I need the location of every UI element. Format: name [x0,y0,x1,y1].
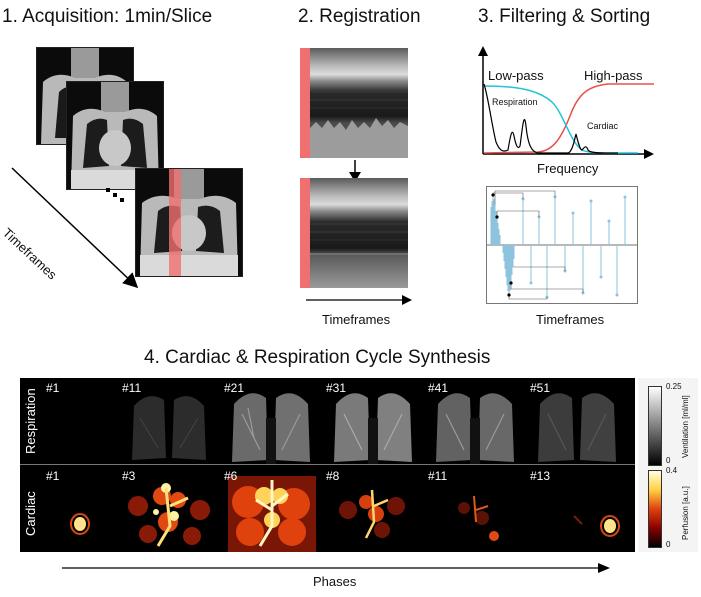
row-separator [20,464,635,465]
respiration-frame-label: #1 [46,381,60,395]
cardiac-frame-label: #8 [326,469,340,483]
perfusion-colorbar [648,470,662,548]
respiration-frame-4: #31 [322,378,424,464]
registration-before-strip [300,48,310,158]
respiration-peak-label: Respiration [492,97,538,107]
phases-label: Phases [313,574,357,589]
ellipsis-dots [106,188,126,204]
respiration-frame-label: #11 [122,381,142,395]
filtering-title: 3. Filtering & Sorting [478,6,651,27]
timeframes-arrow [11,167,139,289]
cardiac-frame-label: #6 [224,469,238,483]
ventilation-min: 0 [666,456,671,465]
highlight-strip [169,169,181,276]
respiration-frame-label: #41 [428,381,449,395]
registration-after-strip [300,178,310,288]
sorting-timeframes-label: Timeframes [536,312,605,327]
registration-down-arrow [349,160,361,182]
cardiac-frame-5: #11 [424,466,526,552]
cardiac-frame-label: #11 [428,469,448,483]
respiration-frame-5: #41 [424,378,526,464]
cardiac-frame-label: #13 [530,469,551,483]
perfusion-min: 0 [666,540,671,549]
cardiac-frame-4: #8 [322,466,424,552]
cardiac-frame-6: #13 [526,466,628,552]
respiration-frame-2: #11 [118,378,220,464]
registration-title: 2. Registration [298,6,421,27]
acquisition-title: 1. Acquisition: 1min/Slice [2,6,213,27]
cardiac-frame-label: #1 [46,469,60,483]
ventilation-label: Ventilation [ml/ml] [681,395,690,458]
respiration-frame-label: #31 [326,381,347,395]
synthesis-panel: Respiration Cardiac #1 #11 #21 #31 [20,378,635,552]
cardiac-frame-2: #3 [118,466,220,552]
registration-before-image [310,48,408,158]
cardiac-frame-3: #6 [220,466,322,552]
cardiac-peak-label: Cardiac [587,121,619,131]
registration-after-image [310,178,408,288]
registration-timeframes-arrow [306,295,412,305]
mri-frame-3 [135,168,243,277]
synthesis-title: 4. Cardiac & Respiration Cycle Synthesis [144,347,491,368]
row-label-respiration: Respiration [23,388,38,454]
perfusion-max: 0.4 [666,466,678,475]
frequency-label: Frequency [537,161,599,176]
respiration-frame-3: #21 [220,378,322,464]
sorting-plot [486,186,638,304]
phases-arrow [62,563,610,573]
ventilation-colorbar [648,386,662,466]
frequency-plot [478,46,654,159]
registration-timeframes-label: Timeframes [322,312,391,327]
row-label-cardiac: Cardiac [23,491,38,536]
perfusion-label: Perfusion [a.u.] [681,486,690,540]
high-pass-label: High-pass [584,68,643,83]
respiration-frame-6: #51 [526,378,628,464]
low-pass-label: Low-pass [488,68,544,83]
respiration-frame-label: #21 [224,381,245,395]
ventilation-max: 0.25 [666,382,682,391]
cardiac-frame-label: #3 [122,469,136,483]
respiration-frame-label: #51 [530,381,551,395]
